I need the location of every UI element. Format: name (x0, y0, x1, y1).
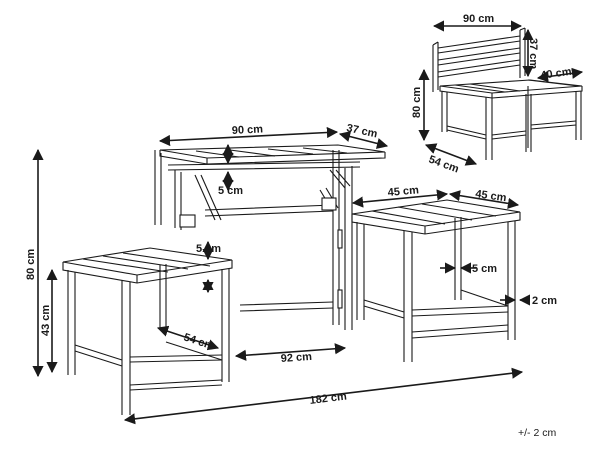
overall-length-label: 182 cm (309, 390, 348, 406)
inset-backrest-label: 37 cm (527, 38, 539, 69)
table-top-thickness-label: 5 cm (218, 185, 243, 197)
stool-gap-label: 92 cm (280, 351, 312, 365)
inset-seat-depth-label: 40 cm (540, 66, 573, 82)
stool-right-width-label: 45 cm (387, 184, 419, 199)
table-depth-label: 37 cm (345, 122, 378, 140)
stool-left-height-label: 43 cm (40, 305, 52, 336)
stool-left-slat-label: 5 cm (196, 243, 221, 255)
inset-height-label: 80 cm (411, 87, 423, 118)
inset-width-label: 90 cm (463, 13, 494, 25)
right-stool-drawing (351, 189, 531, 362)
left-stool-drawing (46, 240, 347, 415)
stool-right-depth-label: 45 cm (475, 188, 508, 204)
tolerance-note: +/- 2 cm (518, 427, 556, 439)
overall-height-label: 80 cm (25, 249, 37, 280)
stool-right-leg-label: 5 cm (472, 263, 497, 275)
overall-dimension-lines (32, 148, 524, 425)
bench-inset-drawing (418, 20, 584, 166)
table-backrest-drawing (154, 126, 389, 330)
table-width-label: 90 cm (232, 123, 264, 137)
stool-left-depth-label: 54 cm (182, 331, 216, 352)
stool-right-side-label: 2 cm (532, 295, 557, 307)
